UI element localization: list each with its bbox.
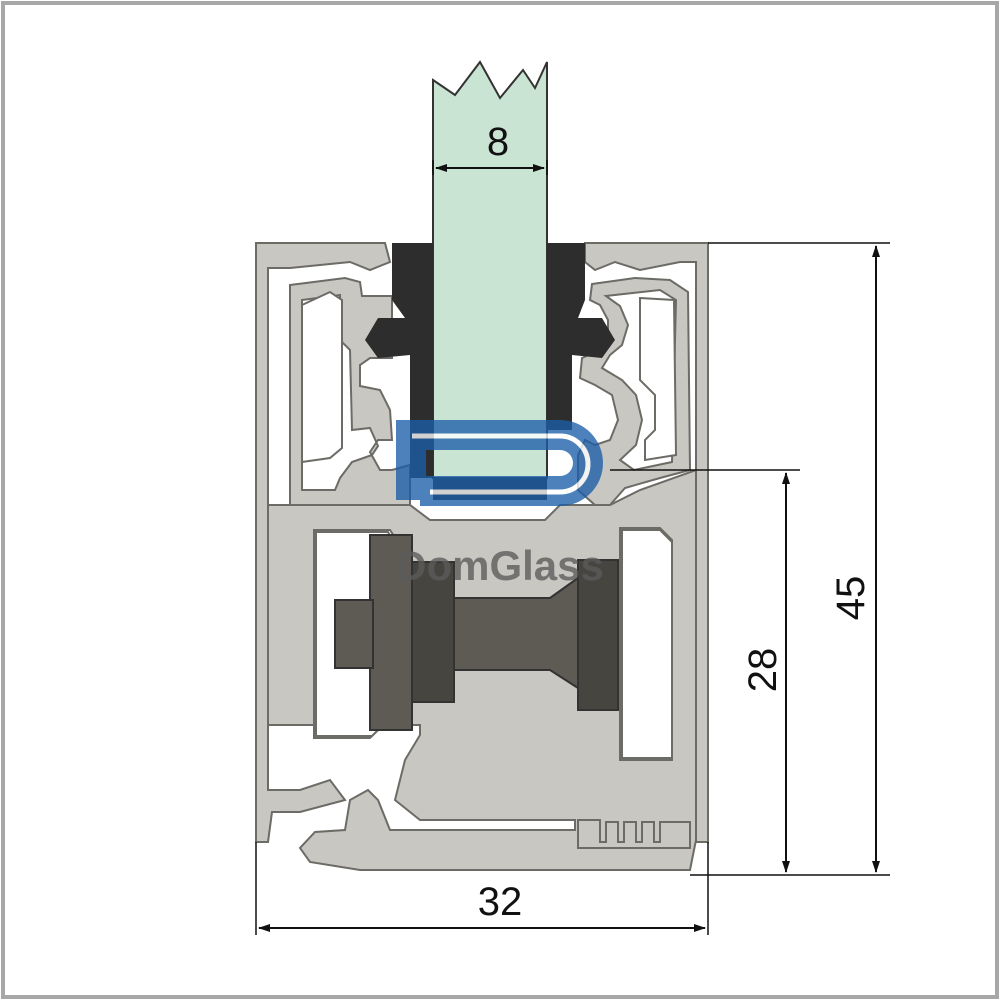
domglass-watermark: DomGlass <box>396 420 604 589</box>
extension-lines <box>255 160 890 935</box>
watermark-d-outer <box>396 420 603 506</box>
gasket-left <box>365 243 433 478</box>
gasket-right <box>547 243 615 430</box>
void-right-lower <box>621 529 673 759</box>
void-left-upper <box>301 290 343 464</box>
bolt-stub <box>334 599 374 669</box>
anchor-bolt <box>334 534 619 731</box>
bolt-head <box>369 534 413 731</box>
profile-comb <box>577 819 691 849</box>
void-right-upper <box>639 296 678 462</box>
dim-label-height-45: 45 <box>829 576 873 621</box>
bolt-plate <box>577 559 619 711</box>
watermark-text: DomGlass <box>396 542 604 589</box>
bolt-nut <box>411 561 455 703</box>
profile-left-wall <box>255 242 392 843</box>
dim-label-height-28: 28 <box>741 648 785 693</box>
watermark-d-inner <box>412 433 591 495</box>
dim-label-width: 32 <box>478 880 523 924</box>
dim-label-glass: 8 <box>487 120 509 164</box>
